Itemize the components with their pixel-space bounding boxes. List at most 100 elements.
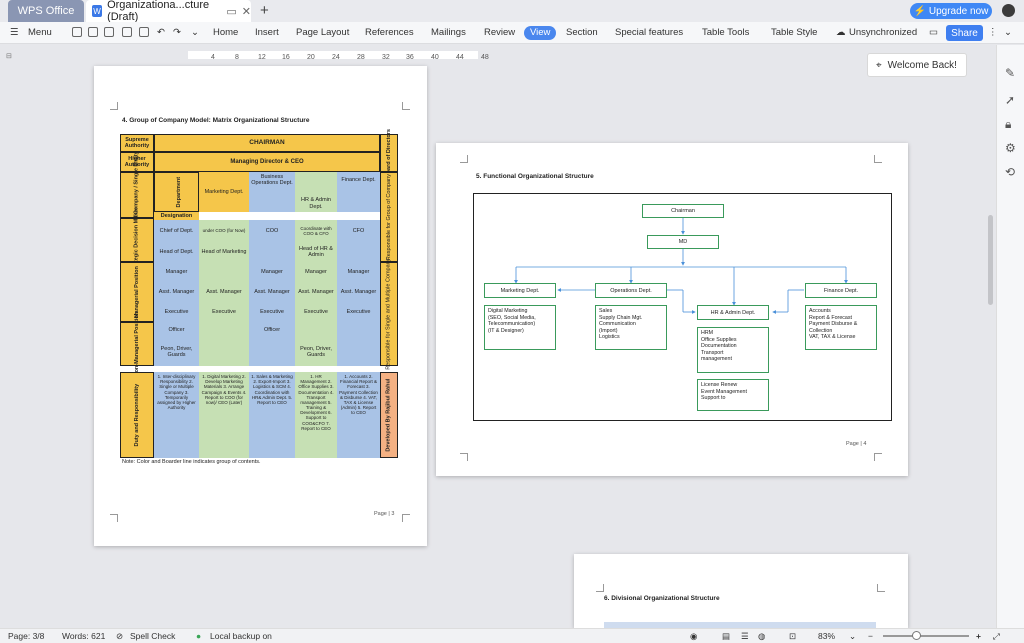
tab-table-tools[interactable]: Table Tools xyxy=(702,27,750,38)
corner-mark xyxy=(596,584,604,592)
comment-icon[interactable]: ▭ xyxy=(929,27,938,38)
managerial-label: Managerial Position xyxy=(133,266,140,318)
page-view-icon[interactable]: ▤ xyxy=(722,631,731,641)
web-view-icon[interactable]: ◍ xyxy=(758,631,766,641)
welcome-back-button[interactable]: ⌖ Welcome Back! xyxy=(867,53,967,77)
undo-icon[interactable]: ↶ xyxy=(157,27,165,38)
group-entity-cell: Group of Company / Single Entity xyxy=(120,151,154,239)
document-page-4[interactable]: 5. Functional Organizational Structure C… xyxy=(436,143,908,476)
tab-references[interactable]: References xyxy=(365,27,414,38)
document-page-3[interactable]: 4. Group of Company Model: Matrix Organi… xyxy=(94,66,427,546)
hr-admin-header: HR & Admin Dept. xyxy=(295,172,337,212)
corner-mark xyxy=(874,453,882,461)
ruler-number: 8 xyxy=(235,54,239,61)
tab-view[interactable]: View xyxy=(524,26,557,40)
chairman-cell: CHAIRMAN xyxy=(154,134,380,152)
lock-icon[interactable]: 🔒︎ xyxy=(1005,117,1012,131)
upgrade-button[interactable]: ⚡ Upgrade now xyxy=(910,3,992,19)
empty-cell xyxy=(249,338,295,366)
open-icon[interactable] xyxy=(72,27,82,37)
settings-sliders-icon[interactable]: ⚙ xyxy=(1005,141,1016,155)
edit-pen-icon[interactable]: ✎ xyxy=(1005,66,1016,80)
print-icon[interactable] xyxy=(122,27,132,37)
more-quick-icon[interactable]: ⌄ xyxy=(191,27,199,38)
zoom-slider-thumb[interactable] xyxy=(912,631,921,640)
wps-office-tab[interactable]: WPS Office xyxy=(8,0,84,22)
collapse-ribbon-icon[interactable]: ⌄ xyxy=(1004,27,1012,38)
export-icon[interactable] xyxy=(104,27,114,37)
manager-cell: Manager xyxy=(337,262,380,282)
ruler-number: 24 xyxy=(332,54,340,61)
manager-cell: Manager xyxy=(295,262,337,282)
ruler-bar[interactable] xyxy=(188,51,478,59)
corner-mark xyxy=(402,514,410,522)
outline-view-icon[interactable]: ☰ xyxy=(741,631,749,641)
zoom-slider[interactable] xyxy=(883,635,969,637)
tab-special-features[interactable]: Special features xyxy=(615,27,684,38)
local-backup-status[interactable]: Local backup on xyxy=(210,631,272,641)
resp-group-label: Responsible for Group of Company xyxy=(385,173,392,261)
tab-monitor-icon[interactable]: ▭ xyxy=(226,5,237,18)
document-page-5[interactable]: 6. Divisional Organizational Structure xyxy=(574,554,908,628)
redo-icon[interactable]: ↷ xyxy=(173,27,181,38)
empty-cell xyxy=(337,338,380,366)
word-count[interactable]: Words: 621 xyxy=(62,631,106,641)
tab-page-layout[interactable]: Page Layout xyxy=(296,27,350,38)
more-icon[interactable]: ⋮ xyxy=(988,27,998,38)
unsynchronized-status[interactable]: Unsynchronized xyxy=(849,27,918,38)
document-tab[interactable]: W Organizationa...cture (Draft) ▭ ✕ xyxy=(86,0,251,23)
executive-cell: Executive xyxy=(154,302,199,322)
tab-insert[interactable]: Insert xyxy=(255,27,279,38)
executive-cell: Executive xyxy=(199,302,249,322)
tab-home[interactable]: Home xyxy=(213,27,239,38)
empty-cell xyxy=(337,242,380,262)
corner-mark xyxy=(874,155,882,163)
page-count[interactable]: Page: 3/8 xyxy=(8,631,45,641)
duty-col-3: 1. Sales & Marketing 2. Export-Import 3.… xyxy=(249,372,295,458)
strategic-cell: Strategic Decision Maker xyxy=(120,207,154,273)
empty-cell xyxy=(295,322,337,338)
new-tab-icon[interactable]: + xyxy=(260,2,269,19)
section-heading: 6. Divisional Organizational Structure xyxy=(604,595,720,602)
preview-icon[interactable] xyxy=(139,27,149,37)
history-icon[interactable]: ⟲ xyxy=(1005,165,1016,179)
zoom-dropdown-icon[interactable]: ⌄ xyxy=(849,631,857,641)
corner-mark xyxy=(402,102,410,110)
tab-review[interactable]: Review xyxy=(484,27,516,38)
marketing-dept-box: Marketing Dept. xyxy=(484,283,556,298)
share-button[interactable]: Share xyxy=(946,25,983,41)
asst-manager-cell: Asst. Manager xyxy=(337,282,380,302)
empty-cell xyxy=(199,262,249,282)
tab-mailings[interactable]: Mailings xyxy=(431,27,466,38)
avatar[interactable] xyxy=(1002,4,1015,17)
tab-table-style[interactable]: Table Style xyxy=(771,27,818,38)
finance-functions-list: Accounts Report & Forecast Payment Disbu… xyxy=(805,305,877,350)
fit-page-icon[interactable]: ⊡ xyxy=(789,631,797,641)
zoom-level[interactable]: 83% xyxy=(818,631,836,641)
spell-check-button[interactable]: Spell Check xyxy=(130,631,176,641)
menu-button[interactable]: Menu xyxy=(28,27,52,38)
duty-col-4: 1. HR Management 2. Office Supplies 3. D… xyxy=(295,372,337,458)
eye-protection-icon[interactable]: ◉ xyxy=(690,631,698,641)
ruler-number: 44 xyxy=(456,54,464,61)
managerial-cell: Managerial Position xyxy=(120,262,154,322)
save-icon[interactable] xyxy=(88,27,98,37)
ruler-corner-icon[interactable]: ⊟ xyxy=(6,53,12,60)
finance-dept-box: Finance Dept. xyxy=(805,283,877,298)
zoom-out-icon[interactable]: − xyxy=(868,631,873,641)
chairman-box: Chairman xyxy=(642,204,724,218)
backup-icon: ● xyxy=(196,631,202,641)
select-cursor-icon[interactable]: ➚ xyxy=(1005,93,1016,107)
tab-section[interactable]: Section xyxy=(566,27,598,38)
zoom-in-icon[interactable]: + xyxy=(976,631,981,641)
marketing-dept-header: Marketing Dept. xyxy=(199,172,249,212)
sync-cloud-icon: ☁ xyxy=(836,27,846,38)
ruler-number: 32 xyxy=(382,54,390,61)
marketing-functions-list: Digital Marketing (SEO, Social Media, Te… xyxy=(484,305,556,350)
ruler-number: 36 xyxy=(406,54,414,61)
fullscreen-icon[interactable]: ⤢ xyxy=(993,631,1000,641)
nonmanagerial-cell: Non-Managerial Position xyxy=(120,312,154,376)
hamburger-icon[interactable]: ☰ xyxy=(10,27,19,38)
tab-close-icon[interactable]: ✕ xyxy=(241,5,251,18)
vertical-scrollbar[interactable] xyxy=(988,215,993,305)
